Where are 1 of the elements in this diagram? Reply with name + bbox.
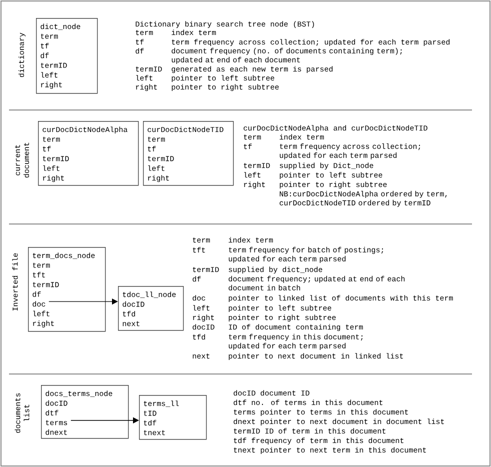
arrow xyxy=(70,417,139,424)
